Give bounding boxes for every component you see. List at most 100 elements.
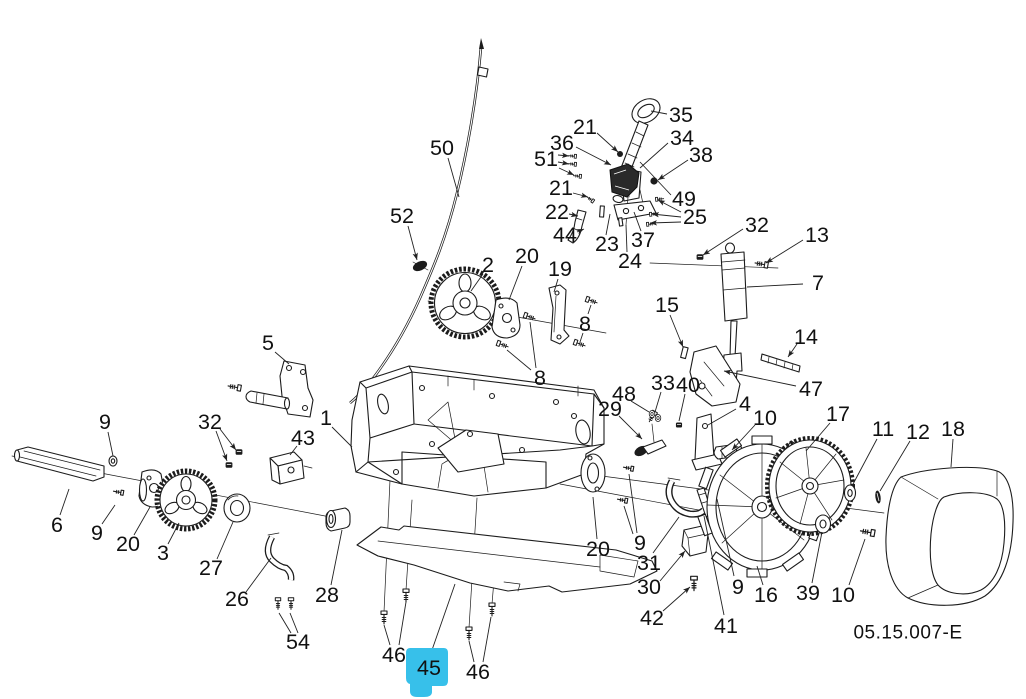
part-label-32: 32 bbox=[745, 213, 769, 237]
nut-32-left bbox=[225, 461, 233, 469]
leader-line-43 bbox=[289, 445, 298, 456]
wheel-lug bbox=[710, 551, 734, 571]
part-label-9: 9 bbox=[732, 575, 744, 599]
part-label-35: 35 bbox=[669, 103, 693, 127]
leader-line-46 bbox=[383, 624, 391, 646]
bolt-46 bbox=[402, 588, 410, 603]
part-label-49: 49 bbox=[672, 187, 696, 211]
part-bracket-43 bbox=[269, 451, 313, 485]
part-bushing-28 bbox=[325, 507, 351, 532]
part-label-21: 21 bbox=[549, 176, 573, 200]
part-label-9: 9 bbox=[634, 531, 646, 555]
part-label-24: 24 bbox=[618, 249, 642, 273]
leader-line-21 bbox=[572, 192, 589, 198]
part-label-4: 4 bbox=[739, 392, 751, 416]
leader-line-4 bbox=[707, 408, 737, 426]
part-bracket-19 bbox=[495, 284, 599, 350]
screw-9 bbox=[616, 496, 629, 504]
part-plate-20-upper bbox=[491, 297, 521, 339]
leader-line-24 bbox=[625, 224, 628, 253]
part-label-20: 20 bbox=[116, 532, 140, 556]
bolt-54 bbox=[274, 597, 282, 610]
leader-line-9 bbox=[628, 473, 638, 534]
part-hex-shaft-6 bbox=[13, 446, 105, 482]
leader-line-54 bbox=[289, 612, 299, 634]
part-label-38: 38 bbox=[689, 143, 713, 167]
screw-21-upper bbox=[617, 151, 623, 157]
leader-line-21 bbox=[596, 132, 619, 153]
leader-line-1 bbox=[331, 426, 353, 448]
part-label-27: 27 bbox=[199, 556, 223, 580]
part-label-18: 18 bbox=[941, 417, 965, 441]
part-label-22: 22 bbox=[545, 200, 569, 224]
pin-15 bbox=[680, 346, 689, 360]
shifter-cam-36 bbox=[609, 163, 640, 198]
leader-line-10 bbox=[848, 538, 866, 586]
part-spring-pin-14 bbox=[760, 353, 801, 373]
leader-line-38 bbox=[657, 159, 689, 181]
part-label-29: 29 bbox=[598, 397, 622, 421]
part-arm-31 bbox=[665, 477, 707, 518]
part-label-48: 48 bbox=[612, 382, 636, 406]
leader-line-32 bbox=[219, 428, 237, 451]
bolt-10 bbox=[859, 526, 876, 538]
part-washer-11 bbox=[843, 484, 857, 502]
part-label-44: 44 bbox=[553, 223, 577, 247]
part-label-46: 46 bbox=[382, 643, 406, 667]
part-label-19: 19 bbox=[548, 257, 572, 281]
leader-line-42 bbox=[662, 586, 691, 612]
part-label-23: 23 bbox=[595, 232, 619, 256]
part-label-1: 1 bbox=[320, 406, 332, 430]
part-flange-20-right bbox=[580, 453, 606, 493]
leader-line-25 bbox=[657, 199, 682, 213]
leader-line-46 bbox=[398, 601, 407, 646]
pin-24 bbox=[617, 217, 624, 227]
part-label-6: 6 bbox=[51, 513, 63, 537]
leader-line-15 bbox=[669, 314, 684, 348]
part-label-33: 33 bbox=[651, 371, 675, 395]
part-strap-26 bbox=[264, 532, 295, 581]
lever-arm-22-44 bbox=[567, 209, 587, 244]
leader-line-8 bbox=[529, 321, 537, 369]
leader-line-30 bbox=[659, 550, 686, 582]
part-throttle-cable-50 bbox=[349, 38, 489, 404]
part-label-39: 39 bbox=[796, 581, 820, 605]
leader-line-18 bbox=[950, 438, 954, 468]
leader-line-8 bbox=[587, 304, 592, 315]
wheel-lug bbox=[751, 435, 773, 445]
screw-51 bbox=[567, 161, 577, 167]
leader-line-36 bbox=[575, 146, 612, 166]
part-drum-18 bbox=[885, 466, 1014, 606]
bolt bbox=[227, 382, 242, 392]
leader-line-54 bbox=[278, 612, 292, 634]
bolt-8 bbox=[495, 339, 510, 350]
part-label-47: 47 bbox=[799, 377, 823, 401]
part-idler-arm-29 bbox=[634, 423, 667, 457]
bolt-54 bbox=[287, 597, 295, 610]
leader-line-5 bbox=[274, 351, 290, 365]
washer-9 bbox=[108, 455, 118, 467]
part-gear-2 bbox=[428, 266, 502, 340]
wheel-lug bbox=[698, 466, 714, 490]
leader-line-13 bbox=[765, 239, 804, 264]
part-cable-clamp-52 bbox=[412, 260, 429, 272]
leader-line-26 bbox=[245, 557, 272, 593]
part-label-25: 25 bbox=[683, 205, 707, 229]
part-label-10: 10 bbox=[831, 583, 855, 607]
nut-38 bbox=[650, 177, 658, 185]
part-label-13: 13 bbox=[805, 223, 829, 247]
part-bearing-27 bbox=[223, 493, 251, 523]
screw-51 bbox=[572, 173, 582, 179]
leader-line-28 bbox=[330, 529, 343, 586]
leader-line-41 bbox=[703, 515, 725, 616]
screw-9 bbox=[112, 488, 125, 496]
leader-lines bbox=[59, 110, 954, 663]
leader-line-9 bbox=[101, 504, 116, 525]
leader-line-14 bbox=[787, 343, 798, 358]
part-label-26: 26 bbox=[225, 587, 249, 611]
part-label-9: 9 bbox=[91, 521, 103, 545]
leader-line-6 bbox=[59, 488, 70, 516]
bolt-46 bbox=[488, 602, 496, 617]
